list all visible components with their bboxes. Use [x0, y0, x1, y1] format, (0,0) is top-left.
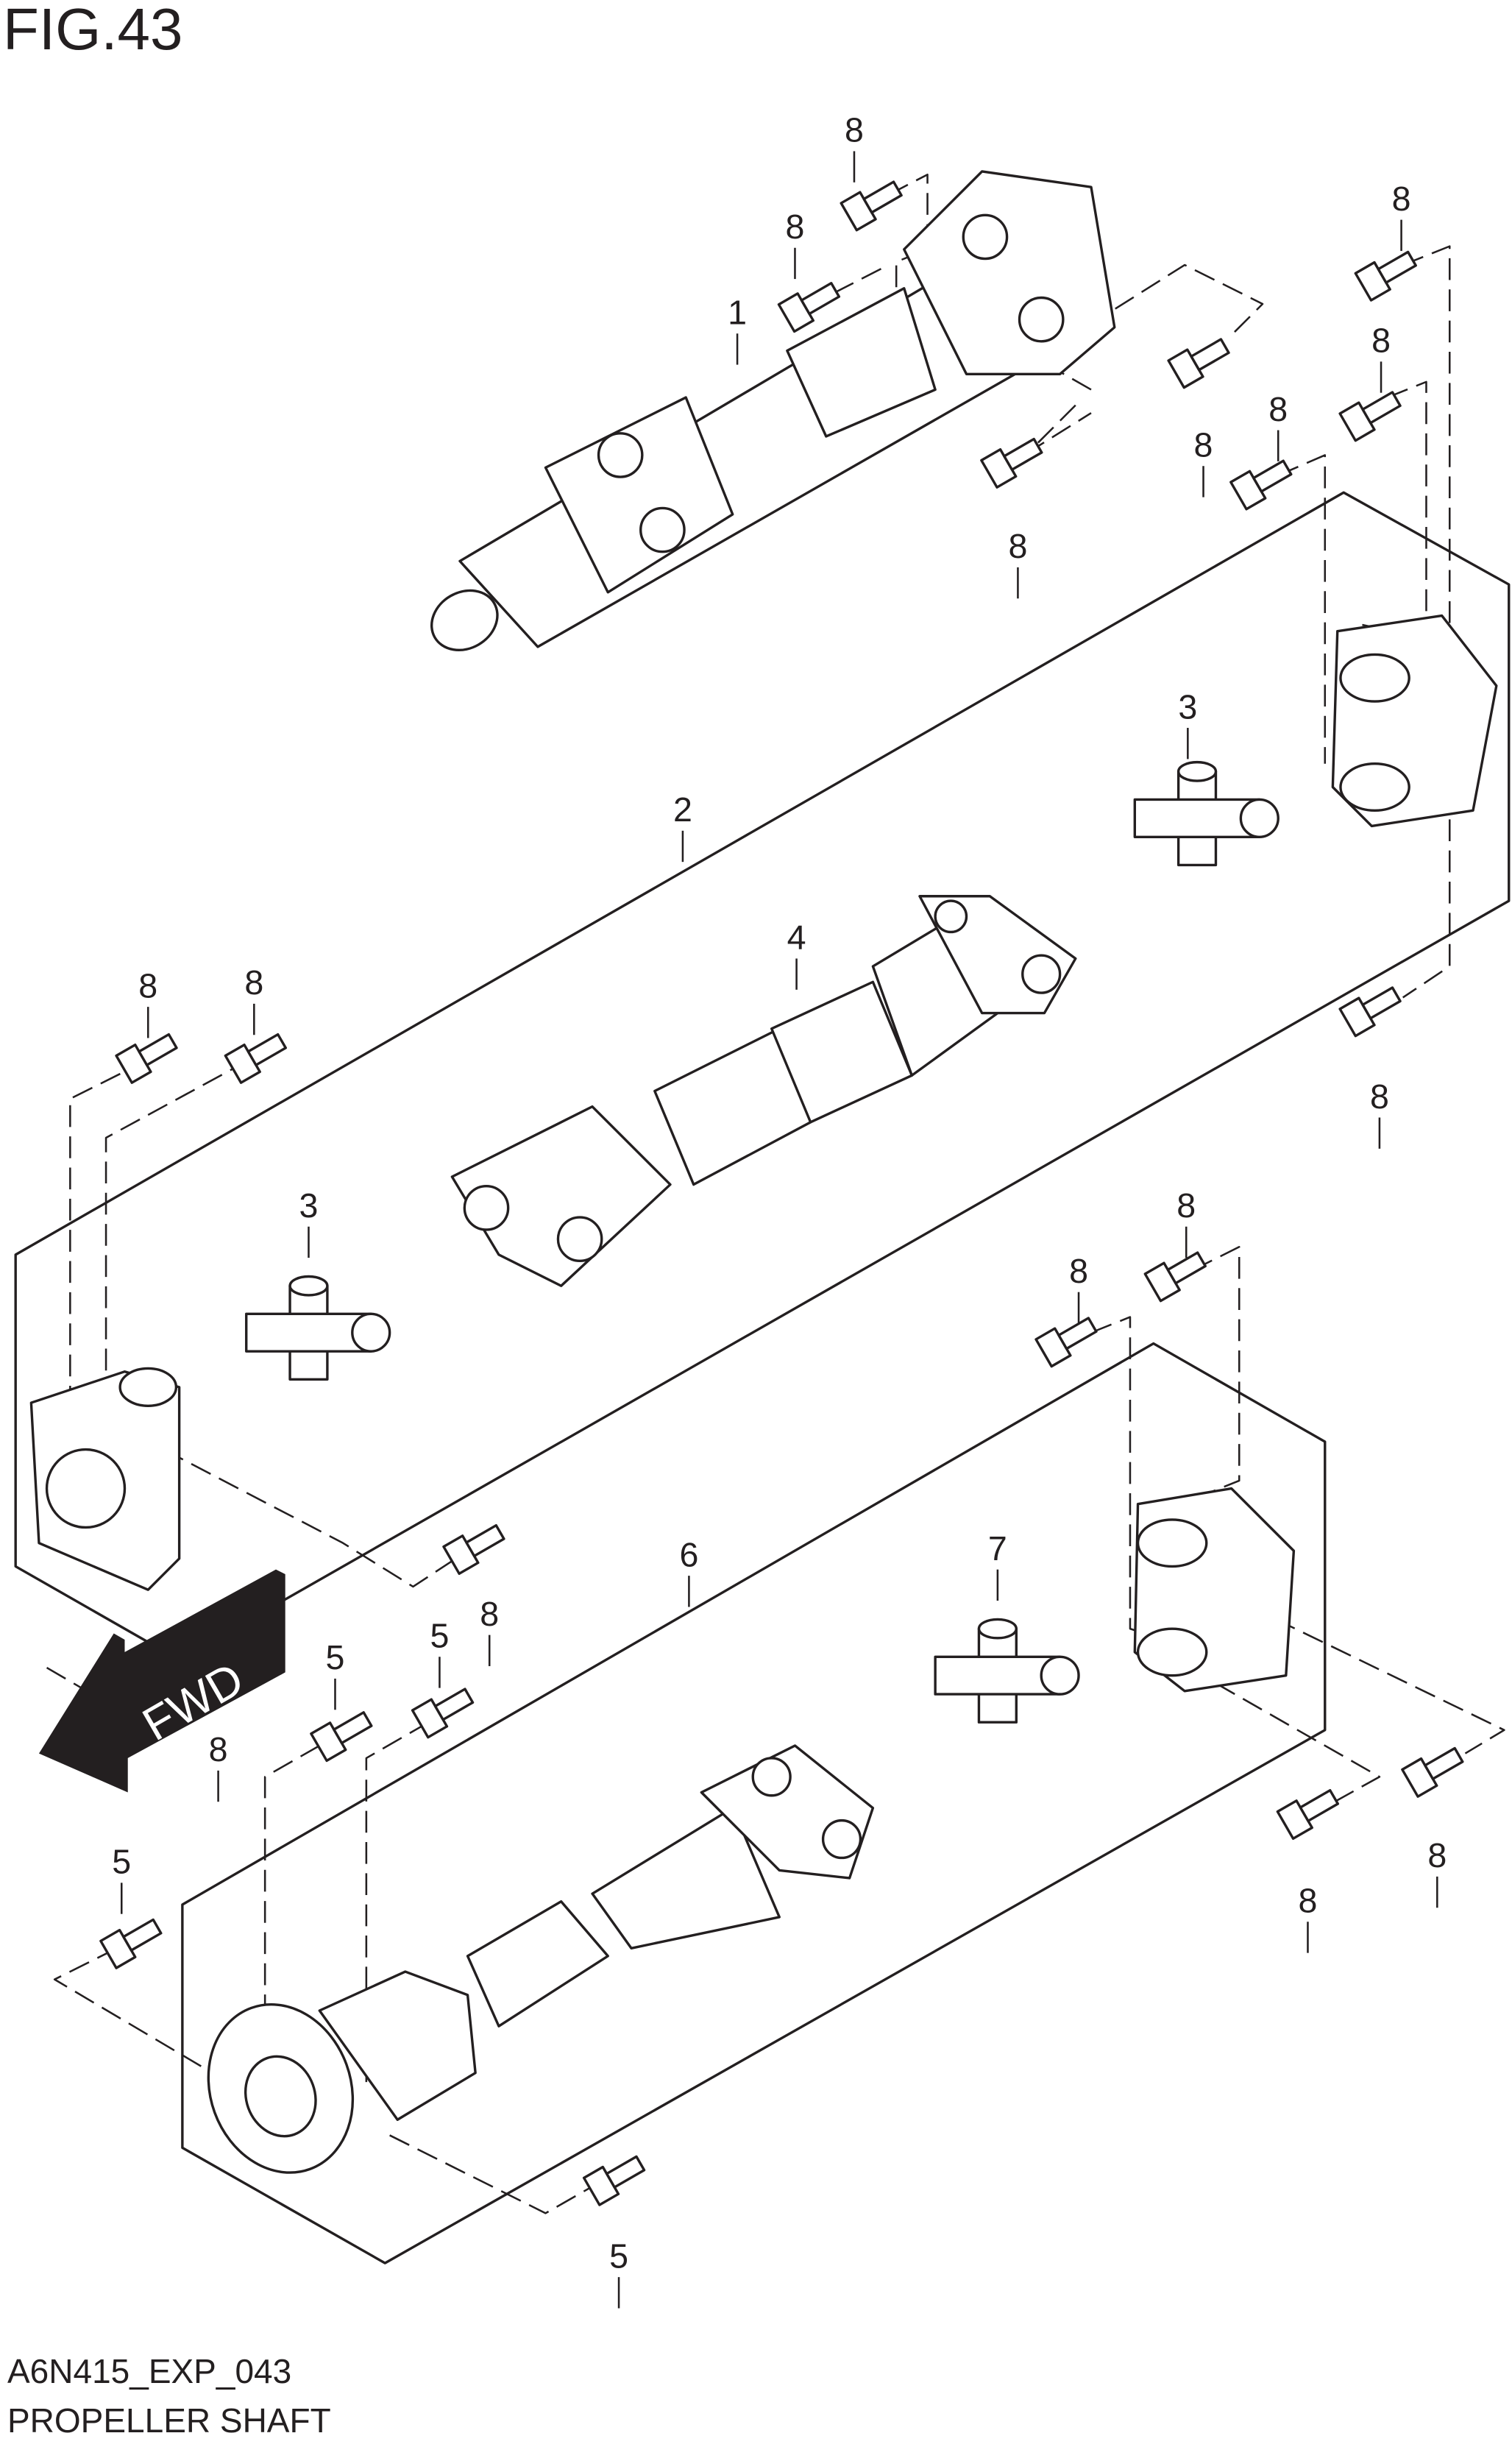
callout-6: 8	[1194, 426, 1213, 464]
figure-title: FIG.43	[3, 0, 183, 62]
diagram-caption: PROPELLER SHAFT	[7, 2401, 331, 2440]
bolt-icon	[582, 2155, 646, 2206]
diagram-code: A6N415_EXP_043	[7, 2352, 292, 2390]
callout-10: 4	[787, 918, 806, 957]
callout-8: 3	[1178, 687, 1197, 726]
callout-23: 8	[1427, 1836, 1447, 1874]
callout-25: 5	[112, 1843, 131, 1881]
callout-1: 8	[786, 208, 805, 246]
bolt-icon	[442, 1523, 505, 1575]
callout-21: 5	[430, 1617, 449, 1655]
callout-9: 2	[673, 790, 692, 829]
bolt-icon	[980, 437, 1043, 489]
bolt-icon	[1167, 338, 1230, 389]
callout-26: 5	[609, 2237, 628, 2275]
callout-2: 1	[728, 294, 747, 332]
callout-7: 8	[1008, 527, 1027, 565]
bolt-icon	[411, 1688, 475, 1739]
bolt-icon	[1338, 391, 1402, 442]
bolt-icon	[1143, 1251, 1207, 1303]
callout-4: 8	[1371, 322, 1391, 360]
callout-14: 3	[299, 1186, 319, 1225]
propeller-shaft-4	[450, 895, 1077, 1287]
callout-19: 8	[480, 1595, 499, 1633]
propeller-shaft-6	[207, 1744, 875, 2174]
callout-17: 6	[679, 1535, 698, 1573]
bolt-icon	[1034, 1317, 1098, 1368]
bolt-icon	[224, 1033, 287, 1084]
bolt-icon	[99, 1918, 163, 1969]
bolt-icon	[1229, 459, 1293, 511]
callout-5: 8	[1268, 390, 1288, 428]
callout-20: 5	[326, 1638, 345, 1676]
bolt-icon	[1276, 1788, 1340, 1841]
callout-12: 8	[244, 963, 263, 1002]
bolt-icon	[1354, 250, 1417, 302]
bolt-icon	[840, 180, 903, 232]
bolt-icon	[777, 282, 841, 333]
bolt-icon	[310, 1711, 373, 1763]
universal-joint-spider	[245, 760, 1279, 1724]
callout-24: 8	[1299, 1882, 1318, 1920]
fwd-arrow-icon: FWD	[38, 1569, 285, 1793]
callout-22: 8	[209, 1730, 228, 1768]
callout-15: 8	[1176, 1186, 1196, 1225]
callout-13: 8	[1370, 1077, 1389, 1116]
callout-11: 8	[138, 966, 157, 1005]
callout-18: 7	[988, 1529, 1007, 1568]
bolt-icon	[1338, 986, 1402, 1038]
group-outline-shaft-2	[14, 491, 1511, 1662]
group-outline-shaft-6	[181, 1342, 1327, 2264]
bolt-icon	[1401, 1746, 1464, 1798]
callout-16: 8	[1069, 1252, 1088, 1290]
callout-0: 8	[845, 111, 864, 149]
propeller-shaft-1	[430, 170, 1116, 651]
callout-3: 8	[1392, 180, 1411, 218]
flange-yoke	[29, 614, 1498, 1693]
bolt-icon	[115, 1033, 178, 1084]
